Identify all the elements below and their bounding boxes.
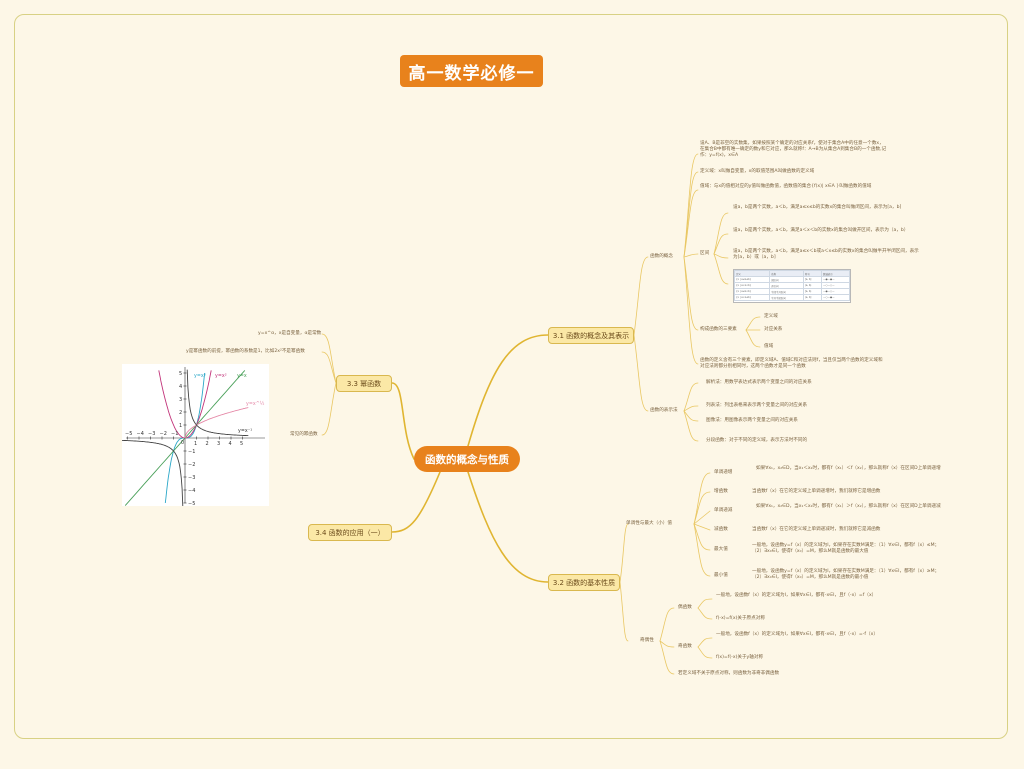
- node-even-function[interactable]: 偶函数: [678, 605, 692, 610]
- x-tick-label: −4: [137, 431, 144, 437]
- increasing-function-text: 当函数f（x）在它的定义域上单调递增时，我们就称它是增函数: [752, 489, 881, 494]
- node-three-elements[interactable]: 构成函数的三要素: [700, 327, 737, 332]
- x-tick-label: −3: [148, 431, 155, 437]
- repr-table: 列表法：列出表格来表示两个变量之间的对应关系: [706, 403, 808, 408]
- y-tick-label: 2: [179, 410, 182, 416]
- x-tick-label: −5: [125, 431, 132, 437]
- element-range: 值域: [764, 344, 774, 349]
- map-title: 高一数学必修一: [400, 55, 543, 87]
- label-x-inverse: y=x⁻¹: [238, 429, 252, 434]
- node-increasing[interactable]: 单调递增: [714, 470, 733, 475]
- node-half-open-interval: 设a，b是两个实数，a＜b，满足a≤x＜b或a＜x≤b的实数x的集合叫做半开半闭…: [733, 249, 919, 261]
- node-decreasing[interactable]: 单调递减: [714, 508, 733, 513]
- y-tick-label: 5: [179, 371, 182, 377]
- node-function-definition: 设A、B是非空的实数集，如果按照某个确定的对应关系f，使对于集合A中的任意一个数…: [700, 141, 887, 159]
- power-function-note: y是幂函数的前提，幂函数的系数是1，比如2x²不是幂函数: [186, 349, 305, 354]
- y-tick-label: −4: [188, 488, 195, 494]
- x-tick-label: 5: [240, 441, 243, 447]
- curve-x-sqrt: [184, 407, 249, 439]
- central-topic[interactable]: 函数的概念与性质: [414, 446, 520, 472]
- interval-table: 定义名称符号数轴表示 {x | a≤x≤b}闭区间[a, b]—●—●— {x …: [733, 269, 851, 303]
- y-tick-label: 3: [179, 397, 182, 403]
- x-tick-label: −1: [171, 431, 178, 437]
- node-parity[interactable]: 奇偶性: [640, 638, 654, 643]
- x-tick-label: 2: [206, 441, 209, 447]
- node-representation[interactable]: 函数的表示法: [650, 408, 678, 413]
- element-domain: 定义域: [764, 314, 778, 319]
- minimum-text: 一般地，设函数y=f（x）的定义域为I，如果存在实数M满足：（1）∀x∈I，都有…: [752, 569, 940, 581]
- y-tick-label: 4: [179, 384, 182, 390]
- branch-3-3[interactable]: 3.3 幂函数: [336, 375, 392, 392]
- node-same-function: 函数的定义含有三个要素，即定义域A、值域C和对应法则f，当且仅当两个函数的定义域…: [700, 358, 883, 370]
- origin-label: 0: [181, 440, 184, 446]
- node-maximum[interactable]: 最大值: [714, 547, 728, 552]
- repr-piecewise: 分段函数：对于不同的定义域，表示方法时不同的: [706, 438, 808, 443]
- node-increasing-function[interactable]: 增函数: [714, 489, 728, 494]
- label-x-squared: y=x²: [215, 374, 227, 379]
- node-function-concept[interactable]: 函数的概念: [650, 254, 673, 259]
- x-tick-label: 3: [217, 441, 220, 447]
- label-x-sqrt: y=x^½: [246, 400, 265, 407]
- node-decreasing-function[interactable]: 减函数: [714, 527, 728, 532]
- node-monotonicity[interactable]: 单调性与最大（小）值: [626, 521, 672, 526]
- even-function-symmetry: f(-x)=f(x)关于原点对称: [716, 616, 765, 621]
- repr-analytic: 解析法：用数学表达式表示两个变量之间的对应关系: [706, 380, 812, 385]
- y-tick-label: −5: [188, 501, 195, 506]
- node-common-power-functions[interactable]: 常见的幂函数: [290, 432, 318, 437]
- power-function-definition: y=x^α，x是自变量，α是常数: [258, 331, 322, 336]
- element-correspondence: 对应关系: [764, 327, 783, 332]
- node-domain: 定义域：x叫做自变量，x的取值范围A叫做函数的定义域: [700, 169, 815, 174]
- node-interval[interactable]: 区间: [700, 251, 710, 256]
- odd-function-text: 一般地，设函数f（x）的定义域为I，如果∀x∈I，都有-x∈I，且f（-x）=-…: [716, 632, 878, 637]
- even-function-text: 一般地，设函数f（x）的定义域为I，如果∀x∈I，都有-x∈I，且f（-x）=f…: [716, 593, 877, 598]
- node-closed-interval: 设a，b是两个实数，a＜b，满足a≤x≤b的实数x的集合叫做闭区间，表示为[a，…: [733, 205, 902, 210]
- branch-3-1[interactable]: 3.1 函数的概念及其表示: [548, 327, 634, 344]
- curve-x-inverse: [186, 369, 249, 437]
- increasing-text: 如果∀x₁，x₂∈D，当x₁＜x₂时，都有f（x₁）＜f（x₂），那么就称f（x…: [756, 466, 941, 471]
- x-tick-label: 4: [229, 441, 232, 447]
- node-open-interval: 设a，b是两个实数，a＜b，满足a＜x＜b的实数x的集合叫做开区间，表示为（a，…: [733, 228, 909, 233]
- x-tick-label: 1: [194, 441, 197, 447]
- repr-graph: 图像法：用图像表示两个变量之间的对应关系: [706, 418, 798, 423]
- odd-function-symmetry: f(x)=f(-x)关于y轴对称: [716, 655, 764, 660]
- node-odd-function[interactable]: 奇函数: [678, 644, 692, 649]
- y-tick-label: −3: [188, 475, 195, 481]
- x-tick-label: −2: [160, 431, 167, 437]
- y-tick-label: 1: [179, 423, 182, 429]
- label-x-cubed: y=x³: [194, 373, 206, 379]
- label-x: y=x: [237, 374, 247, 379]
- node-non-symmetric: 若定义域不关于原点对称，则函数为非奇非偶函数: [678, 671, 780, 676]
- y-tick-label: −1: [188, 449, 195, 455]
- decreasing-function-text: 当函数f（x）在它的定义域上单调递减时，我们就称它是减函数: [752, 527, 881, 532]
- node-range: 值域：与x的值相对应的y值叫做函数值，函数值的集合{f(x)| x∈A }叫做函…: [700, 184, 872, 189]
- curve-x-inverse: [122, 439, 184, 506]
- decreasing-text: 如果∀x₁，x₂∈D，当x₁＜x₂时，都有f（x₁）＞f（x₂），那么就称f（x…: [756, 504, 941, 509]
- y-tick-label: −2: [188, 462, 195, 468]
- maximum-text: 一般地，设函数y=f（x）的定义域为I，如果存在实数M满足：（1）∀x∈I，都有…: [752, 543, 940, 555]
- node-minimum[interactable]: 最小值: [714, 573, 728, 578]
- branch-3-2[interactable]: 3.2 函数的基本性质: [548, 574, 620, 591]
- branch-3-4[interactable]: 3.4 函数的应用（一）: [308, 524, 392, 541]
